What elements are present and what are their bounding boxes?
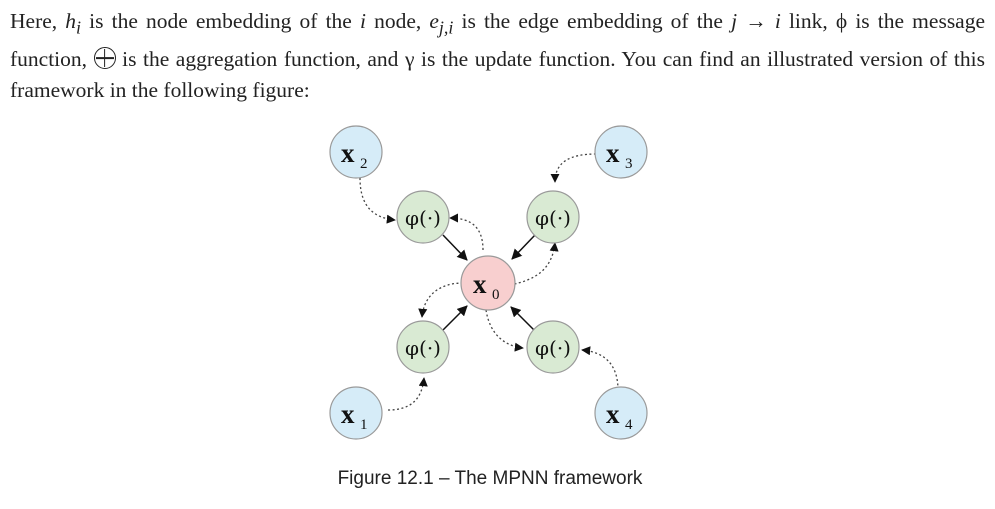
mpnn-diagram: x 2 x 3 x 1 x 4 φ(·) φ(·) φ(·) φ(·) x 0 (329, 125, 648, 440)
edge-x0-to-msg-bottomleft (418, 282, 464, 318)
edge-msg-bottomright-to-x0 (510, 306, 536, 332)
svg-text:φ(·): φ(·) (535, 206, 571, 230)
node-x2: x 2 (329, 125, 383, 179)
edge-x0-to-msg-bottomright (485, 309, 524, 352)
svg-text:φ(·): φ(·) (405, 206, 441, 230)
edge-msg-bottomleft-to-x0 (442, 305, 468, 331)
svg-text:1: 1 (360, 417, 368, 433)
svg-text:2: 2 (360, 156, 368, 172)
svg-text:x: x (606, 138, 620, 168)
message-node-topright: φ(·) (526, 190, 580, 244)
node-x3: x 3 (594, 125, 648, 179)
message-node-bottomright: φ(·) (526, 320, 580, 374)
svg-text:x: x (606, 399, 620, 429)
edge-x0-to-msg-topleft (449, 213, 484, 251)
body-paragraph: Here, hi is the node embedding of the i … (10, 9, 986, 103)
edge-x1-to-msg (387, 377, 428, 411)
svg-text:φ(·): φ(·) (535, 336, 571, 360)
svg-text:x: x (341, 399, 355, 429)
node-x0: x 0 (460, 255, 516, 311)
edge-x2-to-msg (359, 177, 396, 224)
svg-text:4: 4 (625, 417, 633, 433)
svg-text:3: 3 (625, 156, 633, 172)
svg-text:0: 0 (492, 287, 500, 303)
svg-text:φ(·): φ(·) (405, 336, 441, 360)
message-node-topleft: φ(·) (396, 190, 450, 244)
node-x1: x 1 (329, 386, 383, 440)
edge-msg-topright-to-x0 (511, 234, 536, 260)
edge-x3-to-msg (550, 153, 597, 183)
figure-caption: Figure 12.1 – The MPNN framework (337, 468, 643, 489)
edge-x4-to-msg (581, 346, 619, 391)
oplus-symbol (93, 46, 116, 69)
message-node-bottomleft: φ(·) (396, 320, 450, 374)
edge-x0-to-msg-topright (509, 242, 559, 286)
edge-msg-topleft-to-x0 (442, 234, 468, 261)
node-x4: x 4 (594, 386, 648, 440)
svg-text:x: x (473, 269, 487, 299)
svg-text:x: x (341, 138, 355, 168)
